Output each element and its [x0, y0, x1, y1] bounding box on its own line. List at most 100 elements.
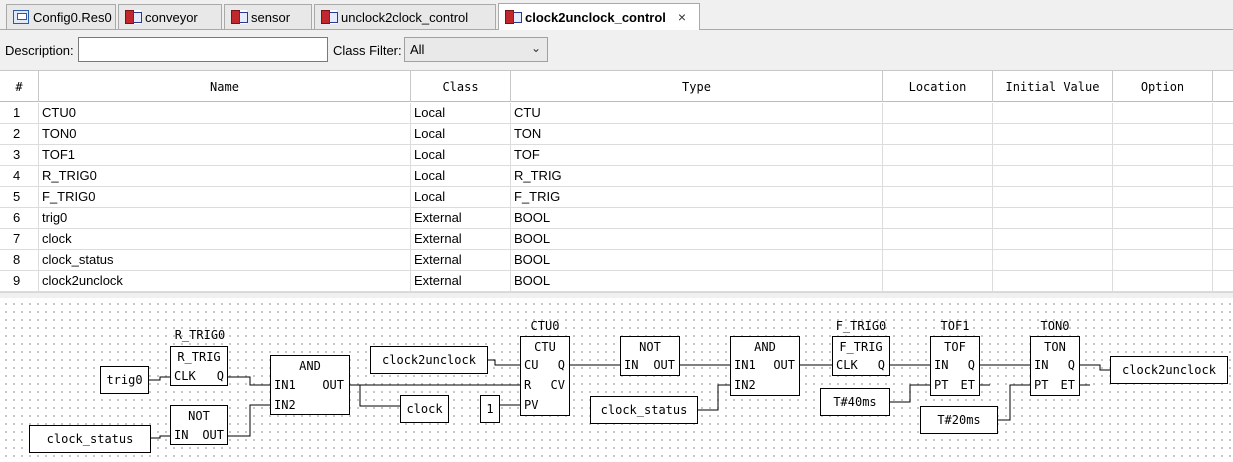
- cell-location[interactable]: [883, 208, 993, 229]
- cell-name[interactable]: R_TRIG0: [39, 166, 411, 187]
- cell-option[interactable]: [1113, 166, 1213, 187]
- cell-option[interactable]: [1113, 145, 1213, 166]
- cell-location[interactable]: [883, 124, 993, 145]
- variable-clock[interactable]: clock: [400, 395, 449, 423]
- variable-clock2unclock-output[interactable]: clock2unclock: [1110, 356, 1228, 384]
- column-header-index[interactable]: #: [0, 71, 39, 102]
- tab-unclock2clock-control[interactable]: unclock2clock_control: [314, 4, 496, 29]
- variable-clock2unclock-input[interactable]: clock2unclock: [370, 346, 488, 374]
- cell-class[interactable]: Local: [411, 166, 511, 187]
- description-input[interactable]: [78, 37, 328, 62]
- constant-one[interactable]: 1: [480, 395, 500, 423]
- cell-option[interactable]: [1113, 124, 1213, 145]
- cell-initial-value[interactable]: [993, 208, 1113, 229]
- cell-type[interactable]: BOOL: [511, 271, 883, 292]
- cell-option[interactable]: [1113, 208, 1213, 229]
- cell-initial-value[interactable]: [993, 145, 1113, 166]
- cell-name[interactable]: clock2unclock: [39, 271, 411, 292]
- tab-config0-res0[interactable]: Config0.Res0: [6, 4, 116, 29]
- column-header-option[interactable]: Option: [1113, 71, 1213, 102]
- block-not[interactable]: NOT IN OUT: [620, 336, 680, 376]
- cell-initial-value[interactable]: [993, 250, 1113, 271]
- instance-label-f-trig0: F_TRIG0: [835, 319, 887, 333]
- cell-initial-value[interactable]: [993, 124, 1113, 145]
- cell-class[interactable]: Local: [411, 124, 511, 145]
- block-ton[interactable]: TON IN Q PT ET: [1030, 336, 1080, 396]
- column-header-location[interactable]: Location: [883, 71, 993, 102]
- cell-class[interactable]: Local: [411, 187, 511, 208]
- splitter-handle[interactable]: [0, 292, 1233, 298]
- cell-initial-value[interactable]: [993, 229, 1113, 250]
- cell-type[interactable]: BOOL: [511, 229, 883, 250]
- cell-class[interactable]: Local: [411, 103, 511, 124]
- variable-clock-status[interactable]: clock_status: [29, 425, 151, 453]
- block-and[interactable]: AND IN1 OUT IN2: [730, 336, 800, 396]
- column-header-class[interactable]: Class: [411, 71, 511, 102]
- cell-class[interactable]: External: [411, 208, 511, 229]
- cell-type[interactable]: TON: [511, 124, 883, 145]
- constant-t40ms[interactable]: T#40ms: [820, 388, 890, 416]
- cell-type[interactable]: R_TRIG: [511, 166, 883, 187]
- tab-sensor[interactable]: sensor: [224, 4, 312, 29]
- cell-name[interactable]: trig0: [39, 208, 411, 229]
- block-type: TOF: [944, 340, 966, 354]
- variable-clock-status[interactable]: clock_status: [590, 396, 698, 424]
- constant-t20ms[interactable]: T#20ms: [920, 406, 998, 434]
- cell-class[interactable]: Local: [411, 145, 511, 166]
- cell-class[interactable]: External: [411, 250, 511, 271]
- cell-name[interactable]: CTU0: [39, 103, 411, 124]
- tab-clock2unclock-control[interactable]: clock2unclock_control ×: [498, 3, 700, 30]
- cell-initial-value[interactable]: [993, 166, 1113, 187]
- variable-trig0[interactable]: trig0: [100, 366, 149, 394]
- cell-type[interactable]: CTU: [511, 103, 883, 124]
- cell-option[interactable]: [1113, 187, 1213, 208]
- cell-type[interactable]: BOOL: [511, 250, 883, 271]
- cell-location[interactable]: [883, 250, 993, 271]
- cell-type[interactable]: BOOL: [511, 208, 883, 229]
- cell-option[interactable]: [1113, 250, 1213, 271]
- cell-location[interactable]: [883, 103, 993, 124]
- cell-initial-value[interactable]: [993, 103, 1113, 124]
- cell-location[interactable]: [883, 145, 993, 166]
- block-f-trig[interactable]: F_TRIG CLK Q: [832, 336, 890, 376]
- column-header-name[interactable]: Name: [39, 71, 411, 102]
- cell-initial-value[interactable]: [993, 187, 1113, 208]
- column-header-type[interactable]: Type: [511, 71, 883, 102]
- cell-class[interactable]: External: [411, 229, 511, 250]
- cell-name[interactable]: TON0: [39, 124, 411, 145]
- block-not[interactable]: NOT IN OUT: [170, 405, 228, 445]
- class-filter-select[interactable]: All ⌄: [404, 37, 548, 62]
- block-ctu[interactable]: CTU CU Q R CV PV: [520, 336, 570, 416]
- tab-conveyor[interactable]: conveyor: [118, 4, 222, 29]
- fbd-diagram-canvas[interactable]: trig0 clock_status clock2unclock clock 1…: [0, 298, 1233, 462]
- cell-name[interactable]: clock_status: [39, 250, 411, 271]
- block-and[interactable]: AND IN1 OUT IN2: [270, 355, 350, 415]
- cell-name[interactable]: TOF1: [39, 145, 411, 166]
- close-icon[interactable]: ×: [677, 9, 687, 25]
- cell-location[interactable]: [883, 187, 993, 208]
- cell-initial-value[interactable]: [993, 271, 1113, 292]
- block-r-trig[interactable]: R_TRIG CLK Q: [170, 346, 228, 386]
- column-header-initial-value[interactable]: Initial Value: [993, 71, 1113, 102]
- cell-name[interactable]: clock: [39, 229, 411, 250]
- cell-option[interactable]: [1113, 271, 1213, 292]
- cell-location[interactable]: [883, 166, 993, 187]
- block-tof[interactable]: TOF IN Q PT ET: [930, 336, 980, 396]
- cell-name[interactable]: F_TRIG0: [39, 187, 411, 208]
- cell-option[interactable]: [1113, 229, 1213, 250]
- cell-location[interactable]: [883, 271, 993, 292]
- cell-type[interactable]: F_TRIG: [511, 187, 883, 208]
- cell-location[interactable]: [883, 229, 993, 250]
- cell-option[interactable]: [1113, 103, 1213, 124]
- cell-class[interactable]: External: [411, 271, 511, 292]
- cell-type[interactable]: TOF: [511, 145, 883, 166]
